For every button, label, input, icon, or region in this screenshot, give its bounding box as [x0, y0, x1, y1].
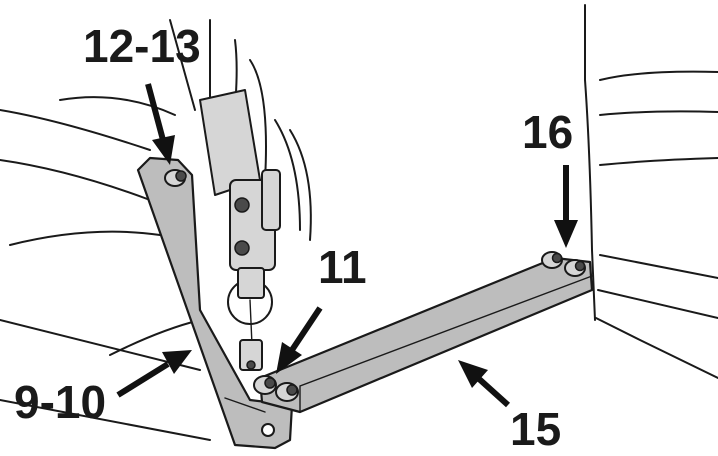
arrow-15: [458, 360, 511, 408]
stud-nut-top: [164, 169, 187, 187]
arrow-12-13: [145, 83, 175, 165]
stud-nuts-right: [541, 251, 586, 277]
master-cylinder: [199, 89, 281, 371]
arrow-11: [276, 306, 323, 374]
callout-11: 11: [318, 241, 367, 293]
stud-nuts-left: [253, 375, 299, 402]
callout-16: 16: [522, 106, 573, 158]
callout-15: 15: [510, 403, 561, 455]
arrow-9-10: [116, 350, 192, 398]
arrow-16: [554, 165, 578, 248]
callout-9-10: 9-10: [14, 376, 106, 428]
horizontal-strap: [253, 251, 594, 414]
callout-12-13: 12-13: [83, 20, 201, 72]
